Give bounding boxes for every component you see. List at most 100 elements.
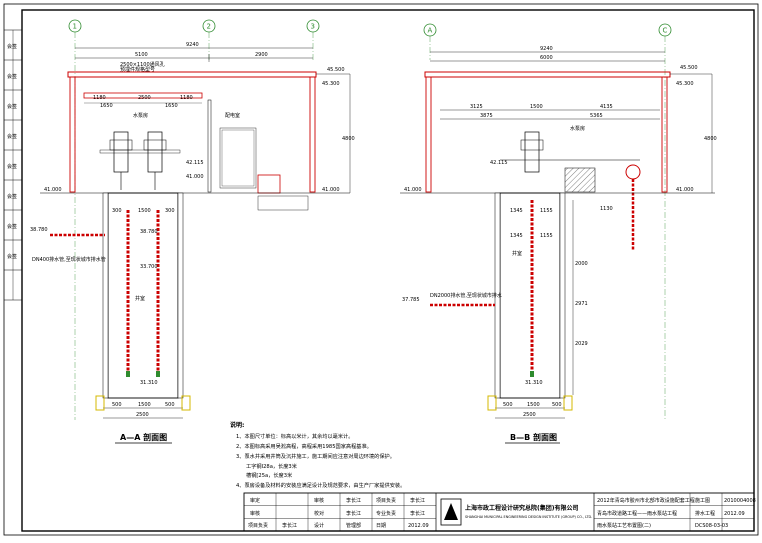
svg-text:1: 1 [73,23,77,31]
svg-text:1500: 1500 [530,104,543,110]
svg-text:1500: 1500 [138,208,151,214]
section-b-title: B—B 剖面图 [510,432,557,442]
svg-text:校对: 校对 [314,510,324,517]
room-ctrl-label: 配电室 [225,112,240,119]
svg-text:审核: 审核 [250,510,260,517]
valve-pit-b [564,167,596,193]
grid-bubble-c: C [658,23,672,37]
grid-bubble-2: 2 [202,19,216,33]
svg-text:37.785: 37.785 [402,297,420,303]
svg-text:李长江: 李长江 [346,510,361,517]
svg-text:审定: 审定 [250,497,260,504]
svg-text:李长江: 李长江 [346,497,361,504]
pipe-header-a [99,149,181,154]
svg-text:1155: 1155 [540,208,553,214]
left-wall-a [69,76,76,193]
svg-text:9240: 9240 [186,42,199,48]
svg-text:6000: 6000 [540,55,553,61]
pump-unit-right [143,131,167,190]
svg-text:5365: 5365 [590,113,603,119]
svg-text:李长江: 李长江 [410,497,425,504]
pipe-note-b: DN2000排水管,至现状城市排水 [430,292,502,299]
date: 2012.09 [724,511,745,517]
svg-text:2500: 2500 [523,412,536,418]
lvl-roof-a: 45.500 [327,67,345,73]
note-3: 3、泵水井采用井筒及沉井施工，施工期间应注意对周边环境的保护。 [236,452,395,460]
svg-text:45.500: 45.500 [680,65,698,71]
room-b-label: 水泵房 [570,125,585,132]
svg-text:500: 500 [503,402,513,408]
note-3b: 槽钢[25a，长度3米 [246,471,293,479]
switch-cabinet [257,174,281,194]
roof-slab-a [67,71,317,78]
svg-text:500: 500 [165,402,175,408]
svg-text:1650: 1650 [165,103,178,109]
svg-text:3125: 3125 [470,104,483,110]
svg-text:2500: 2500 [138,95,151,101]
discipline: 排水工程 [695,510,715,517]
pump-unit-left [109,131,133,190]
roof-note-a: 2500×1100通风孔 [120,61,165,68]
dim-side-a: 4800 [342,136,355,142]
sheet-code: 2010004008 [724,498,756,504]
strip-label-4: 会签 [7,133,17,140]
svg-text:1180: 1180 [93,95,106,101]
project-title: 2012年青岛市胶州市北部市政设施配套工程 [597,497,695,504]
crane-beam-a [83,92,203,99]
notes-heading: 说明: [230,421,244,429]
lvl-wet2-a: 33.700 [140,264,158,270]
lvl-floor-a-right: 41.000 [322,187,340,193]
svg-text:1155: 1155 [540,233,553,239]
pump-unit-b [520,131,544,173]
well-label-b: 井室 [512,250,522,257]
svg-text:李长江: 李长江 [282,522,297,529]
svg-text:C: C [663,27,668,35]
svg-text:1180: 1180 [180,95,193,101]
inner-border [21,9,755,532]
svg-text:300: 300 [112,208,122,214]
svg-text:项目负责: 项目负责 [376,497,396,504]
svg-text:日期: 日期 [376,523,386,529]
svg-text:3: 3 [311,23,315,31]
grid-bubble-1: 1 [68,19,82,33]
pipe-note-a: DN400排水管,至现状城市排水管 [32,256,106,263]
svg-text:2: 2 [207,23,211,31]
svg-text:41.000: 41.000 [676,187,694,193]
note-3a: 工字钢Ⅰ28a，长度3米 [246,462,298,470]
svg-text:500: 500 [112,402,122,408]
right-wall-b [661,76,668,193]
svg-text:41.000: 41.000 [404,187,422,193]
svg-text:42.115: 42.115 [490,160,508,166]
right-wall-a [309,76,316,193]
svg-text:李长江: 李长江 [410,510,425,517]
svg-text:2012.09: 2012.09 [408,523,429,529]
dim-total-b: 9240 [540,46,553,52]
strip-label-8: 会签 [7,253,17,260]
pit-label-a: 井室 [135,295,145,302]
company-cn: 上海市政工程设计研究总院(集团)有限公司 [465,504,579,512]
notes: 说明: 1、本图尺寸单位：标高以米计，其余均以毫米计。 2、本图标高采用吴淞高程… [230,421,405,489]
svg-text:500: 500 [552,402,562,408]
dim-total-a: 9240 5100 2900 [75,42,313,62]
svg-text:1130: 1130 [600,206,613,212]
svg-text:1650: 1650 [100,103,113,109]
title-block: 审定 审核 李长江 项目负责 李长江 审核 校对 李长江 专业负责 李长江 项目… [243,492,756,532]
lvl-roof2-a: 45.300 [322,81,340,87]
strip-label-7: 会签 [7,223,17,230]
left-strip: 会签 会签 会签 会签 会签 会签 会签 会签 [4,29,22,301]
stage: 施工图 [695,497,710,504]
svg-text:管理部: 管理部 [346,522,361,529]
roof-note-a2: 预埋件规格型号 [120,66,155,73]
lvl-bottom-a: 31.310 [140,380,158,386]
strip-label-6: 会签 [7,193,17,200]
section-b-b: A C 9240 6000 45.500 45.300 3125 1500 41… [400,23,717,444]
outlet-pipe-b [625,164,641,180]
svg-text:45.300: 45.300 [676,81,694,87]
note-1: 1、本图尺寸单位：标高以米计，其余均以毫米计。 [236,432,353,440]
svg-text:4800: 4800 [704,136,717,142]
lvl-low-a: 41.000 [186,174,204,180]
strip-label-3: 会签 [7,103,17,110]
svg-text:1500: 1500 [138,402,151,408]
